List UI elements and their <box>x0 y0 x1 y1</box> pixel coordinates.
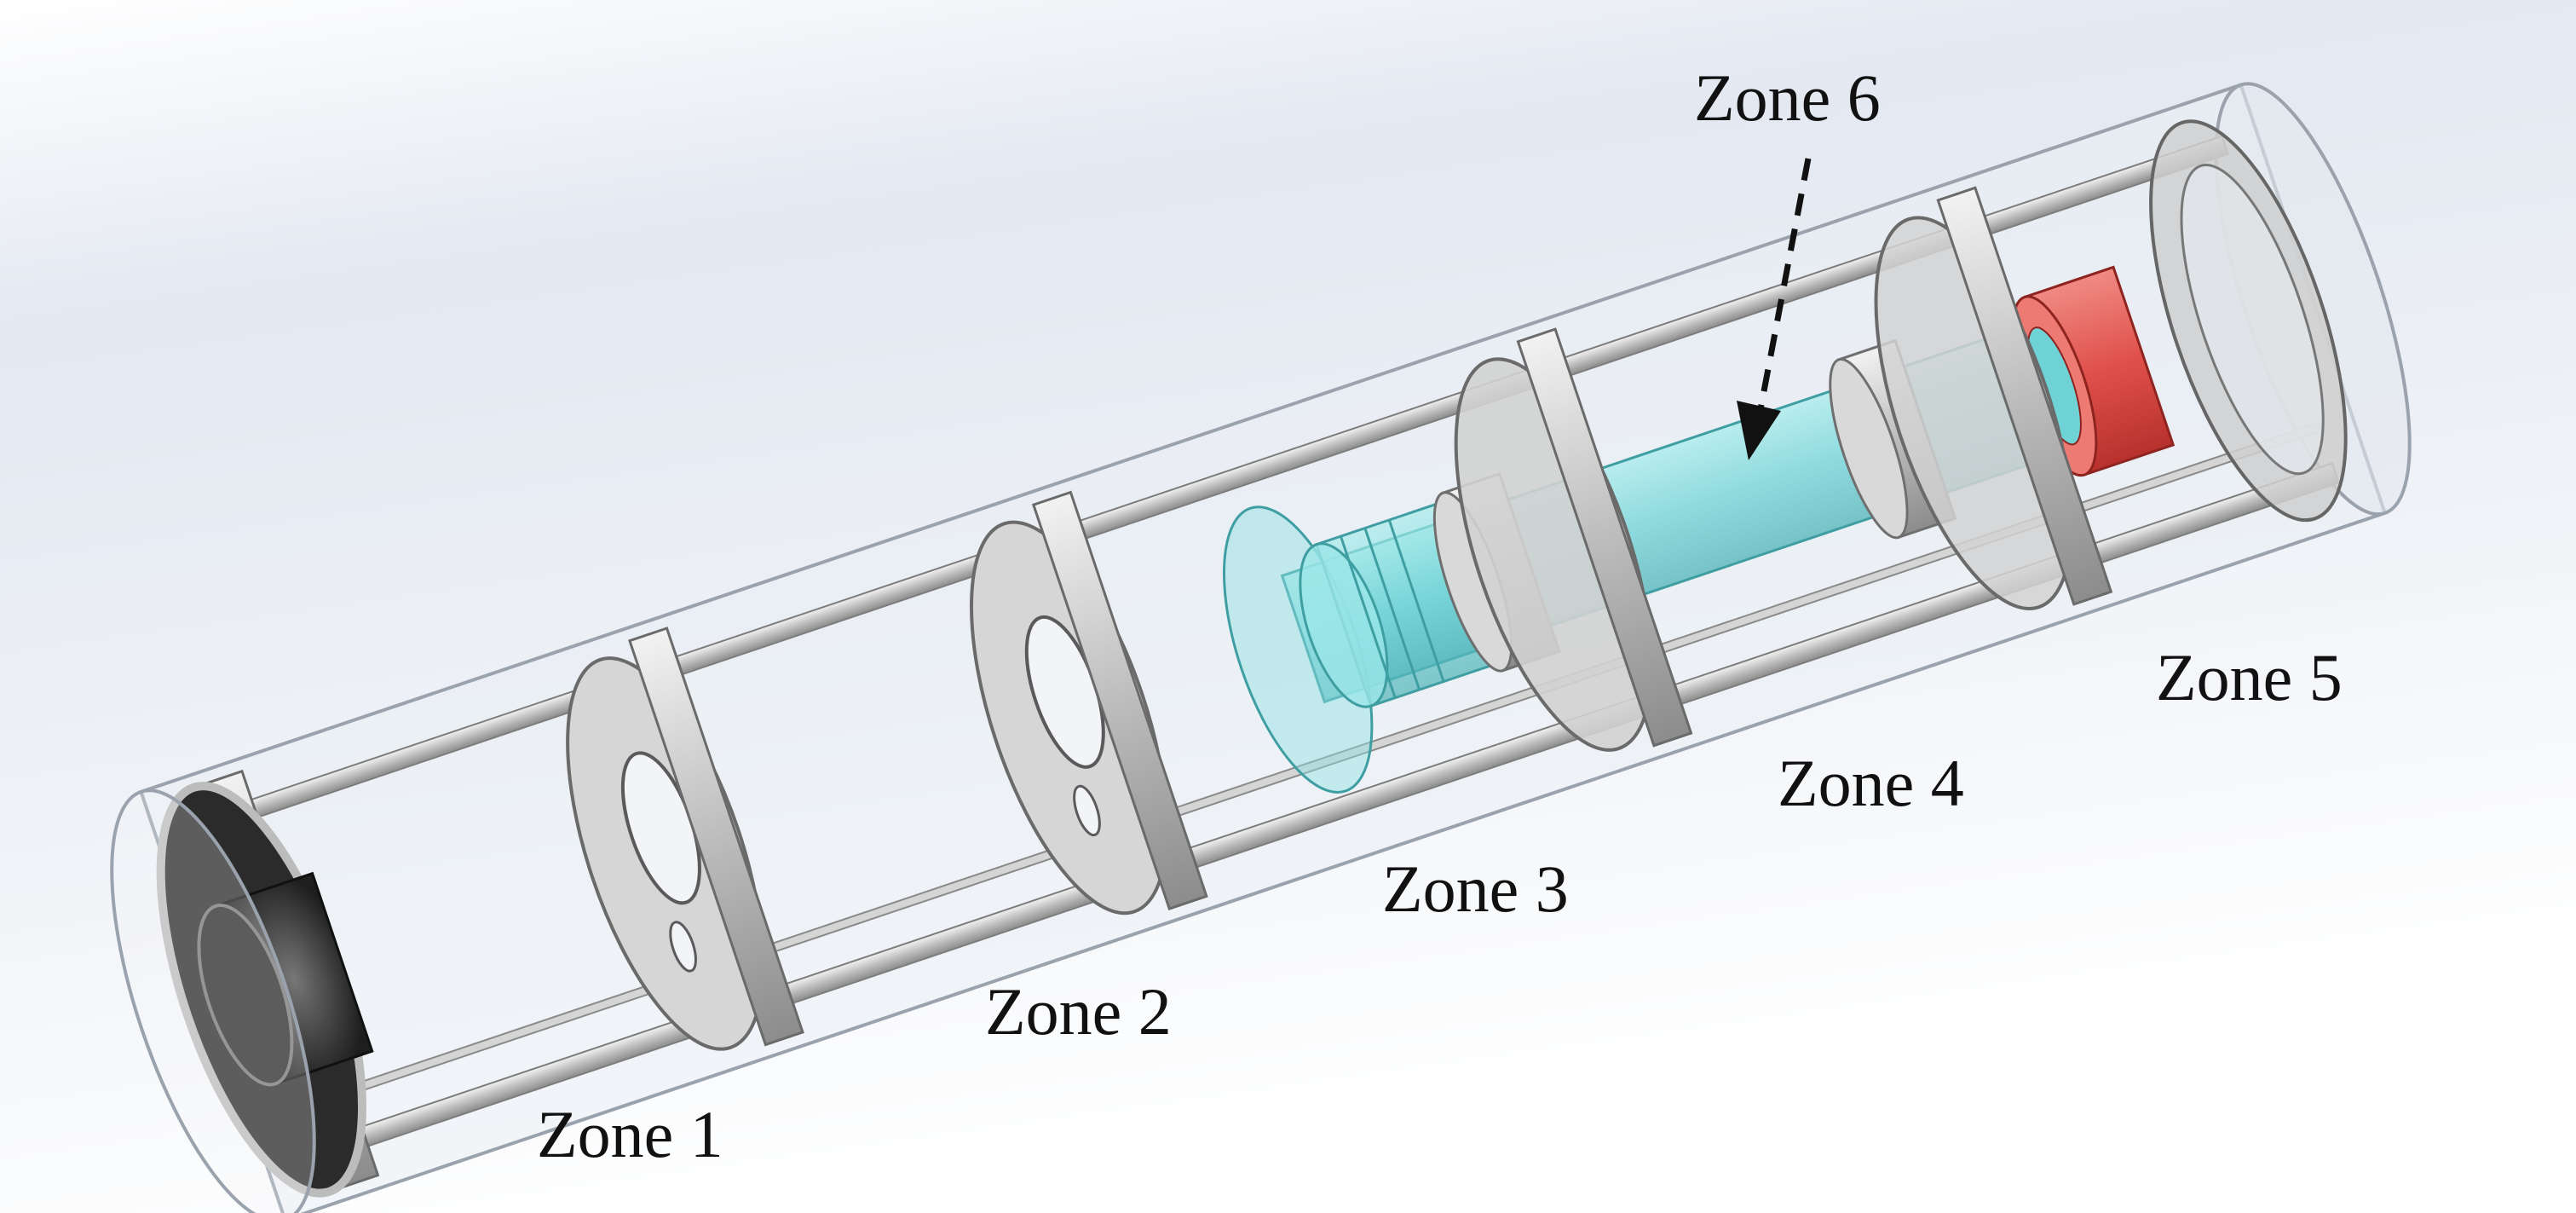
end-cap-right-inner <box>2180 164 2325 476</box>
ring-band-1 <box>628 627 804 1047</box>
ring-bands <box>628 186 2113 1047</box>
cone-groove-1 <box>1339 535 1397 699</box>
zone6-arrow-shaft <box>1757 158 1812 410</box>
baffle-zone2 <box>970 520 1169 916</box>
cyan-cone-face <box>1299 542 1389 708</box>
zone6-arrow <box>1737 158 1812 460</box>
zone-6-label: Zone 6 <box>1694 61 1881 135</box>
baffle-zone4 <box>1874 216 2073 610</box>
baffle-zone3 <box>1454 357 1653 752</box>
baffle-plate <box>1874 216 2073 610</box>
zone-4-label: Zone 4 <box>1778 746 1964 820</box>
zone-3-label: Zone 3 <box>1382 852 1569 926</box>
cone-groove-3 <box>1387 519 1445 683</box>
zone-2-label: Zone 2 <box>985 974 1172 1048</box>
ring-band-3 <box>1516 327 1693 748</box>
baffle-hole-small <box>669 921 697 973</box>
baffle-plate <box>1454 357 1653 752</box>
zone-1-label: Zone 1 <box>537 1097 723 1171</box>
cone-groove-2 <box>1363 528 1421 690</box>
support-rails <box>186 135 2340 1170</box>
collector-tube <box>110 82 2412 1213</box>
zone6-arrow-head <box>1737 401 1781 460</box>
ring-band-4 <box>1936 186 2113 606</box>
collar-zone4-face <box>1829 357 1909 540</box>
baffle-hole-small <box>1073 784 1101 837</box>
zone-5-label: Zone 5 <box>2156 640 2343 714</box>
baffle-zone1 <box>566 656 765 1051</box>
outer-glass-end-left <box>110 788 316 1213</box>
ring-band-2 <box>1031 490 1208 910</box>
left-plug-face <box>197 904 294 1087</box>
